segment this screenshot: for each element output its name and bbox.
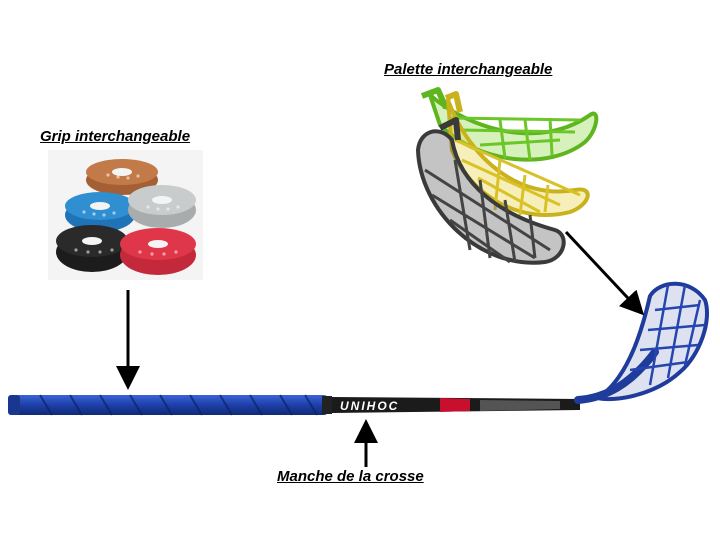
blades-photo [416, 87, 599, 265]
blade-grey [416, 117, 566, 265]
grip-roll-brown [86, 159, 158, 195]
stick-blade [574, 281, 710, 404]
stick-brand: UNIHOC [340, 399, 399, 413]
grip-label: Grip interchangeable [40, 128, 191, 145]
manche-label: Manche de la crosse [277, 468, 424, 485]
grip-roll-blue [65, 192, 135, 232]
palette-label: Palette interchangeable [384, 61, 553, 78]
stick-shaft [8, 394, 580, 416]
grip-roll-red [120, 228, 196, 275]
grip-roll-grey [128, 185, 196, 228]
grip-roll-black [56, 225, 128, 272]
grip-rolls-photo [48, 150, 203, 280]
palette-arrow [564, 230, 645, 316]
